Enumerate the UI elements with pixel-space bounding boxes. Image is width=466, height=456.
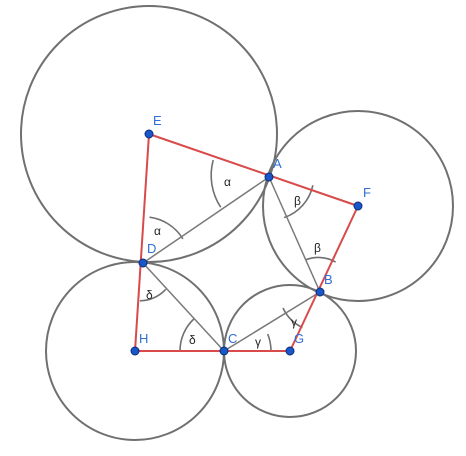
circles: [20, 5, 454, 441]
angle-label-alpha-at-A: α: [224, 175, 231, 189]
point-F: [353, 201, 363, 211]
chord-A-D: [142, 176, 270, 264]
segment-E-F: [148, 133, 359, 207]
angle-label-beta-at-B: β: [314, 241, 321, 255]
angle-label-delta-at-C: δ: [189, 333, 196, 347]
point-label-H: H: [139, 331, 148, 346]
points: [130, 129, 363, 356]
point-C: [219, 346, 229, 356]
point-label-B: B: [324, 272, 333, 287]
point-label-C: C: [228, 331, 237, 346]
arc-alpha-at-D: [149, 216, 184, 240]
point-B: [315, 287, 325, 297]
point-A: [264, 172, 274, 182]
angle-label-gamma-at-C: γ: [255, 335, 261, 349]
segments: [134, 133, 359, 352]
angle-labels: α α β β γ γ δ δ: [146, 175, 321, 349]
segment-F-G: [289, 205, 359, 352]
arc-gamma-at-C: [266, 333, 272, 352]
arc-beta-at-B: [305, 256, 336, 263]
angle-label-alpha-at-D: α: [154, 224, 161, 238]
angle-label-delta-at-D: δ: [146, 288, 153, 302]
circle-E: [20, 5, 278, 263]
point-label-F: F: [363, 185, 371, 200]
arc-delta-at-D: [139, 288, 167, 302]
angle-label-beta-at-A: β: [294, 194, 301, 208]
circle-F: [262, 110, 454, 302]
chord-B-C: [223, 291, 321, 352]
chord-C-D: [142, 262, 225, 352]
point-H: [130, 346, 140, 356]
segment-H-E: [134, 133, 150, 352]
point-D: [138, 258, 148, 268]
point-G: [285, 346, 295, 356]
point-label-A: A: [273, 156, 282, 171]
angle-label-gamma-at-B: γ: [291, 315, 297, 329]
arc-alpha-at-A: [210, 159, 222, 208]
point-labels: E F A B C D G H: [139, 113, 371, 346]
point-label-G: G: [294, 331, 304, 346]
point-E: [144, 129, 154, 139]
point-label-D: D: [147, 241, 156, 256]
chords: [142, 176, 321, 352]
arc-delta-at-C: [179, 318, 195, 352]
chord-A-B: [268, 176, 321, 293]
point-label-E: E: [153, 113, 162, 128]
